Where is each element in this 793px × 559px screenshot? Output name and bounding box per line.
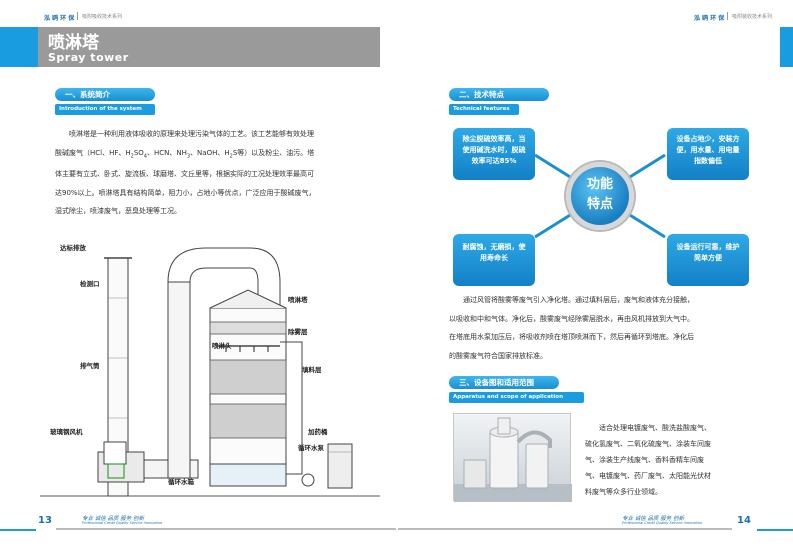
footer-grey-left	[56, 528, 396, 530]
page-header: 泓 鸥 环 保 吸附吸收技术系列 泓 鸥 环 保 吸附装收技术系列	[0, 0, 793, 24]
series-right: 吸附装收技术系列	[732, 14, 773, 20]
feature-card-footprint: 设备占地少，安装方便，用水量、用电量指数偏低	[667, 128, 749, 180]
page-title-en: Spray tower	[48, 51, 129, 64]
feature-hub-label: 功能 特点	[586, 177, 613, 212]
packing-layer-lower	[209, 403, 287, 439]
slogan-en-right: Professional Credit Quality Service Inno…	[622, 521, 703, 525]
feature-hub	[566, 162, 634, 230]
tower-body	[209, 307, 287, 487]
label-demister: 除雾层	[288, 327, 308, 336]
feature-card-reliability: 设备运行可靠，维护简单方便	[667, 234, 749, 286]
title-accent	[0, 27, 38, 67]
circulation-pipe	[280, 341, 303, 475]
footer-line-right	[757, 529, 793, 531]
equipment-photo	[453, 413, 572, 502]
section3-subtitle: Apparatus and scope of application	[449, 392, 584, 403]
circulation-tank	[209, 463, 287, 487]
label-exhaust-pipe: 排气筒	[80, 361, 100, 370]
section3-paragraph: 适合处理电镀废气、酸洗盐酸废气、 硫化氢废气、二氧化硫废气、涂装车间废 气、涂装…	[585, 424, 711, 496]
spray-tower-diagram: 达标排放 检测口 排气筒 玻璃钢风机 喷淋头 喷淋塔 除雾层 填料层 加药桶 循…	[40, 243, 380, 497]
footer-line-left	[0, 529, 36, 531]
equipment-illustration	[454, 417, 572, 502]
section1-line2: 酸碱废气（HCl、HF、H2SO4、HCN、NH3、NaOH、H2S等）以及粉尘…	[55, 148, 315, 159]
section1-line1: 喷淋塔是一种利用液体吸收的原理来处理污染气体的工艺。该工艺能够有效处理	[69, 130, 314, 138]
label-tower: 喷淋塔	[288, 295, 308, 304]
header-divider-left	[77, 12, 78, 20]
section1-line4: 达90%以上。喷淋塔具有结构简单，阻力小，占地小等优点，广泛应用于酸碱废气，	[55, 188, 316, 197]
section3-title: 三、设备图和适用范围	[449, 376, 559, 389]
title-band	[0, 27, 380, 67]
riser-duct	[167, 281, 191, 479]
series-left: 吸附吸收技术系列	[82, 14, 123, 20]
slogan-en-left: Professional Credit Quality Service Inno…	[82, 521, 163, 525]
circulation-pump	[301, 473, 315, 487]
brand-left: 泓 鸥 环 保	[44, 15, 75, 22]
page-number-left: 13	[38, 515, 52, 526]
feature-card-durability: 耐腐蚀，无磨损，使用寿命长	[453, 234, 535, 286]
slogan-right: 专业 诚信 品质 服务 创新	[622, 516, 684, 522]
section2-subtitle: Technical features	[449, 104, 519, 115]
page-number-right: 14	[737, 515, 751, 526]
demister-layer	[209, 321, 287, 335]
fan-inlet	[107, 463, 125, 479]
label-pump: 循环水泵	[298, 443, 325, 452]
section2-paragraph: 通过风管将酸雾等废气引入净化塔。通过填料层后，废气和液体充分接触， 以吸收和中和…	[449, 296, 694, 360]
section1-subtitle: Introduction of the system	[55, 104, 155, 115]
footer-grey-right	[398, 528, 732, 530]
header-divider-right	[727, 12, 728, 20]
page-title: 喷淋塔	[48, 33, 99, 53]
slogan-left: 专业 诚信 品质 服务 创新	[82, 516, 144, 522]
top-bend-outer	[167, 247, 281, 283]
top-bend-inner	[189, 267, 259, 283]
label-discharge: 达标排放	[60, 243, 87, 252]
section1-paragraph: 喷淋塔是一种利用液体吸收的原理来处理污染气体的工艺。该工艺能够有效处理 酸碱废气…	[55, 125, 380, 221]
feature-connectors	[534, 153, 666, 239]
label-fan: 玻璃钢风机	[50, 427, 83, 436]
right-accent-band	[780, 27, 793, 67]
label-tank: 循环水箱	[168, 477, 195, 486]
label-inspection: 检测口	[80, 279, 100, 288]
tower-cone	[209, 289, 287, 309]
dosing-drum	[327, 443, 353, 489]
label-packing: 填料层	[302, 365, 322, 374]
section2-title: 二、技术特点	[449, 88, 549, 101]
fan-motor	[103, 441, 127, 465]
label-dosing: 加药桶	[307, 427, 328, 436]
feature-card-efficiency: 除尘脱硫效率高，当使用碱洗水时，脱硫效率可达85%	[453, 128, 535, 180]
label-spray-head: 喷淋头	[212, 341, 232, 350]
section1-title: 一、系统简介	[55, 88, 155, 101]
section1-line3: 体主要有立式、卧式、旋流板、球磨塔、文丘里等，根据实际的工况处理效率最高可	[55, 170, 314, 179]
packing-layer-upper	[209, 359, 287, 395]
section1-line5: 湿式除尘，喷漆废气，恶臭处理等工况。	[55, 207, 181, 216]
brand-right: 泓 鸥 环 保	[694, 15, 725, 22]
